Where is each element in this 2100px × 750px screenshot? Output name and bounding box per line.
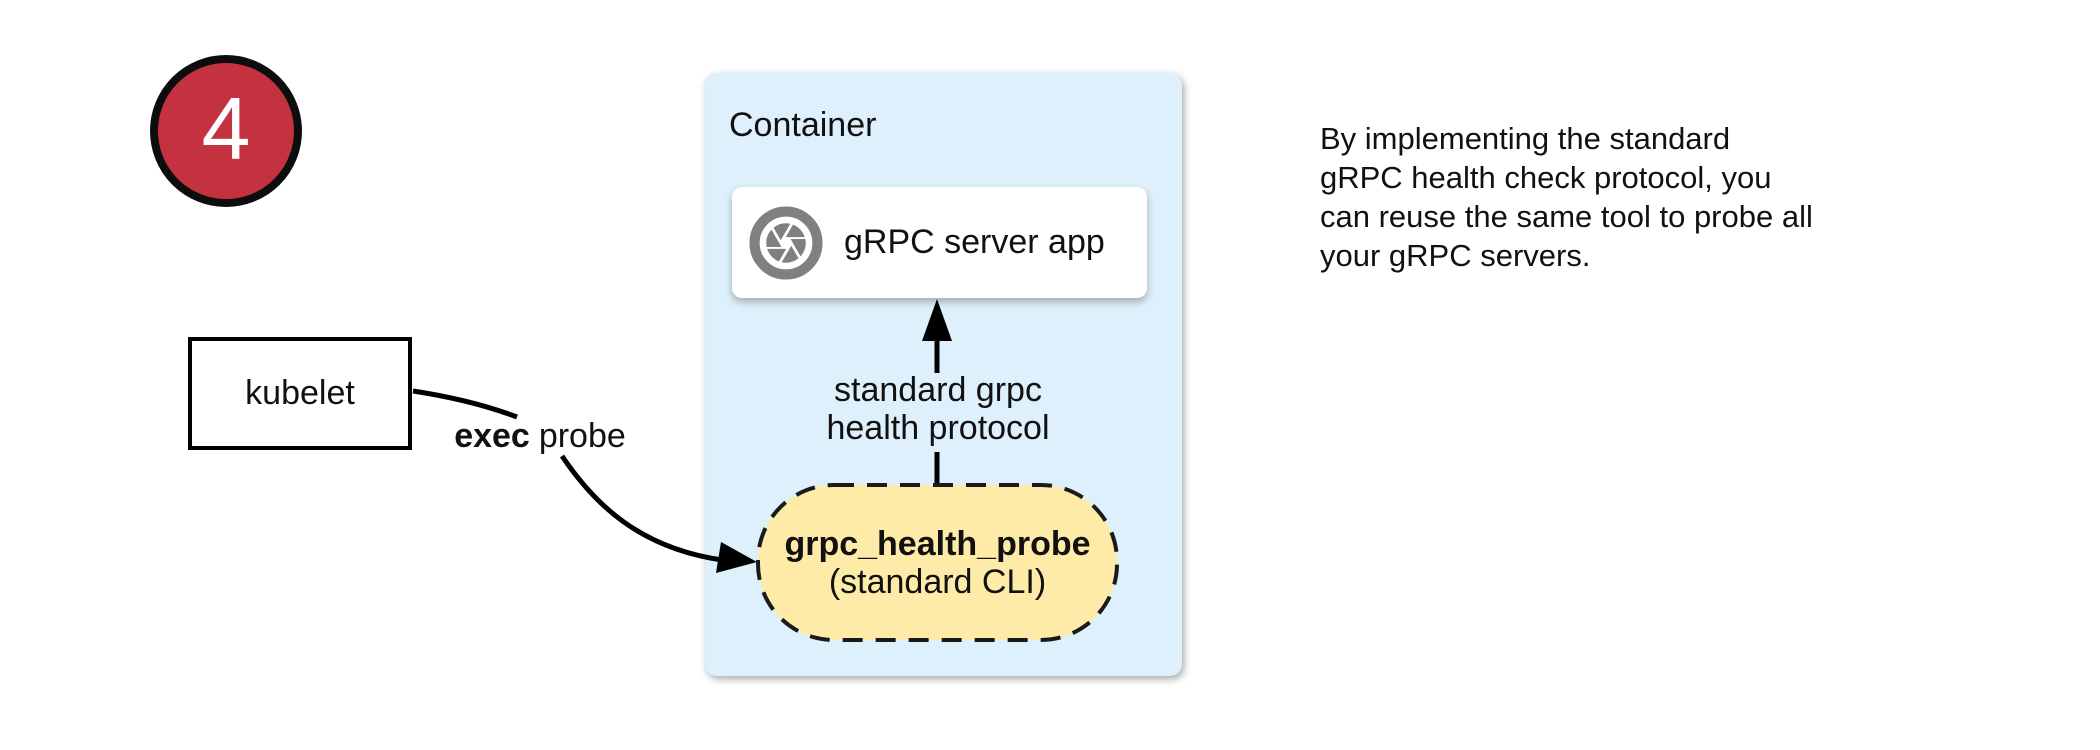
kubelet-label: kubelet [245,374,355,412]
step-number: 4 [201,79,251,178]
protocol-label: standard grpc health protocol [758,371,1118,447]
container-title: Container [729,106,877,144]
grpc-health-probe-text: grpc_health_probe (standard CLI) [758,485,1117,640]
aperture-icon [749,205,823,280]
grpc-server-box: gRPC server app [732,187,1147,298]
note-line: gRPC health check protocol, you [1320,160,1772,195]
probe-pill-title: grpc_health_probe [784,524,1091,563]
protocol-label-line2: health protocol [826,409,1050,447]
protocol-label-line1: standard grpc [834,371,1042,409]
note-line: By implementing the standard [1320,121,1731,156]
exec-probe-label-rest: probe [538,417,626,455]
step-badge: 4 [150,55,302,207]
note-text: By implementing the standard gRPC health… [1320,119,1880,275]
note-line: your gRPC servers. [1320,238,1591,273]
probe-pill-subtitle: (standard CLI) [828,562,1047,601]
kubelet-box: kubelet [188,337,412,450]
grpc-server-label: gRPC server app [844,223,1105,261]
note-line: can reuse the same tool to probe all [1320,199,1813,234]
exec-probe-label-bold: exec [454,417,530,455]
